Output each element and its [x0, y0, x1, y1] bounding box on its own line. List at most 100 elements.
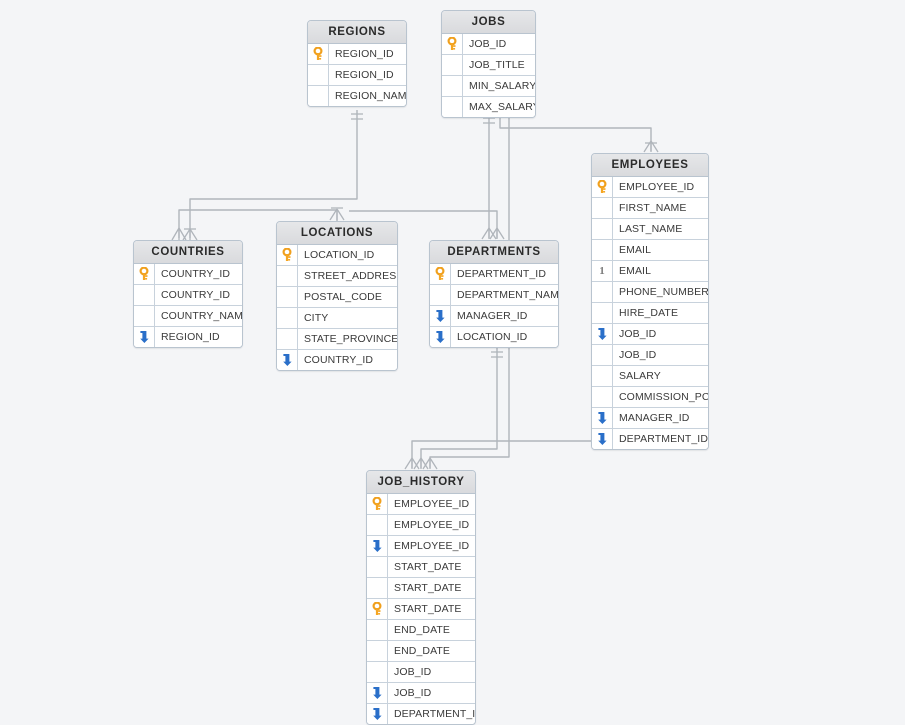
attribute-gutter	[308, 65, 329, 85]
attribute-row[interactable]: FIRST_NAME	[592, 198, 708, 219]
attribute-row[interactable]: JOB_ID	[442, 34, 535, 55]
attribute-gutter	[592, 345, 613, 365]
attribute-row[interactable]: CITY	[277, 308, 397, 329]
attribute-row[interactable]: MIN_SALARY	[442, 76, 535, 97]
attribute-row[interactable]: DEPARTMENT_ID	[430, 264, 558, 285]
attribute-name: FIRST_NAME	[619, 202, 687, 214]
attribute-gutter	[277, 308, 298, 328]
attribute-row[interactable]: EMPLOYEE_ID	[367, 494, 475, 515]
foreign-key-icon	[283, 354, 292, 366]
entity-title: LOCATIONS	[277, 222, 397, 245]
relationship-regions-countries	[189, 110, 358, 238]
attribute-row[interactable]: START_DATE	[367, 599, 475, 620]
attribute-row[interactable]: POSTAL_CODE	[277, 287, 397, 308]
foreign-key-icon	[373, 540, 382, 552]
attribute-gutter	[367, 578, 388, 598]
attribute-row[interactable]: PHONE_NUMBER	[592, 282, 708, 303]
attribute-gutter	[592, 387, 613, 407]
cardinality-mark-countries-b	[171, 227, 187, 241]
attribute-row[interactable]: MANAGER_ID	[430, 306, 558, 327]
attribute-row[interactable]: REGION_ID	[308, 44, 406, 65]
attribute-row[interactable]: REGION_NAME	[308, 86, 406, 106]
attribute-name: JOB_TITLE	[469, 59, 525, 71]
attribute-name: COMMISSION_PCT	[619, 391, 709, 403]
attribute-row[interactable]: DEPARTMENT_ID	[592, 429, 708, 449]
attribute-row[interactable]: STATE_PROVINCE	[277, 329, 397, 350]
attribute-gutter	[277, 329, 298, 349]
primary-key-icon	[277, 245, 298, 265]
entity-employees[interactable]: EMPLOYEES EMPLOYEE_ID FIRST_NAME LAST_NAME…	[591, 153, 709, 450]
attribute-row[interactable]: COUNTRY_ID	[134, 264, 242, 285]
attribute-row[interactable]: LOCATION_ID	[277, 245, 397, 266]
attribute-row[interactable]: JOB_ID	[592, 324, 708, 345]
entity-title: EMPLOYEES	[592, 154, 708, 177]
attribute-name: MANAGER_ID	[619, 412, 690, 424]
attribute-row[interactable]: START_DATE	[367, 557, 475, 578]
attribute-row[interactable]: DEPARTMENT_NAME	[430, 285, 558, 306]
attribute-row[interactable]: END_DATE	[367, 620, 475, 641]
attribute-row[interactable]: COUNTRY_ID	[134, 285, 242, 306]
attribute-row[interactable]: REGION_ID	[134, 327, 242, 347]
attribute-row[interactable]: LAST_NAME	[592, 219, 708, 240]
attribute-row[interactable]: EMPLOYEE_ID	[367, 536, 475, 557]
attribute-gutter	[592, 303, 613, 323]
primary-key-icon	[139, 267, 149, 280]
attribute-row[interactable]: JOB_ID	[367, 683, 475, 704]
foreign-key-icon	[367, 683, 388, 703]
attribute-row[interactable]: STREET_ADDRESS	[277, 266, 397, 287]
cardinality-mark-regions	[351, 113, 363, 120]
attribute-name: END_DATE	[394, 645, 451, 657]
entity-title: JOBS	[442, 11, 535, 34]
attribute-name: REGION_ID	[161, 331, 220, 343]
attribute-row[interactable]: START_DATE	[367, 578, 475, 599]
attribute-name: CITY	[304, 312, 329, 324]
attribute-row[interactable]: EMAIL	[592, 240, 708, 261]
attribute-gutter	[134, 306, 155, 326]
attribute-row[interactable]: END_DATE	[367, 641, 475, 662]
attribute-row[interactable]: LOCATION_ID	[430, 327, 558, 347]
primary-key-icon	[313, 47, 323, 60]
attribute-row[interactable]: JOB_ID	[367, 662, 475, 683]
foreign-key-icon	[592, 429, 613, 449]
attribute-name: LOCATION_ID	[457, 331, 528, 343]
cardinality-mark-jobhistory	[404, 457, 438, 470]
attribute-row[interactable]: JOB_TITLE	[442, 55, 535, 76]
attribute-row[interactable]: EMPLOYEE_ID	[367, 515, 475, 536]
attribute-gutter	[367, 557, 388, 577]
attribute-name: REGION_NAME	[335, 90, 407, 102]
unique-index-icon: 1	[592, 261, 613, 281]
entity-title: COUNTRIES	[134, 241, 242, 264]
attribute-gutter	[442, 97, 463, 117]
attribute-gutter	[367, 662, 388, 682]
attribute-row[interactable]: DEPARTMENT_ID	[367, 704, 475, 724]
attribute-row[interactable]: MAX_SALARY	[442, 97, 535, 117]
primary-key-icon	[372, 602, 382, 615]
attribute-name: DEPARTMENT_NAME	[457, 289, 559, 301]
attribute-row[interactable]: JOB_ID	[592, 345, 708, 366]
attribute-row[interactable]: COUNTRY_ID	[277, 350, 397, 370]
foreign-key-icon	[436, 310, 445, 322]
attribute-gutter	[592, 366, 613, 386]
attribute-name: JOB_ID	[394, 687, 432, 699]
attribute-name: EMPLOYEE_ID	[394, 540, 470, 552]
attribute-row[interactable]: HIRE_DATE	[592, 303, 708, 324]
attribute-row[interactable]: COUNTRY_NAME	[134, 306, 242, 327]
attribute-gutter	[277, 266, 298, 286]
attribute-name: STATE_PROVINCE	[304, 333, 398, 345]
primary-key-icon	[597, 180, 607, 193]
attribute-name: EMAIL	[619, 244, 652, 256]
attribute-row[interactable]: MANAGER_ID	[592, 408, 708, 429]
attribute-row[interactable]: REGION_ID	[308, 65, 406, 86]
attribute-row[interactable]: SALARY	[592, 366, 708, 387]
foreign-key-icon	[373, 708, 382, 720]
attribute-row[interactable]: COMMISSION_PCT	[592, 387, 708, 408]
attribute-row[interactable]: EMPLOYEE_ID	[592, 177, 708, 198]
